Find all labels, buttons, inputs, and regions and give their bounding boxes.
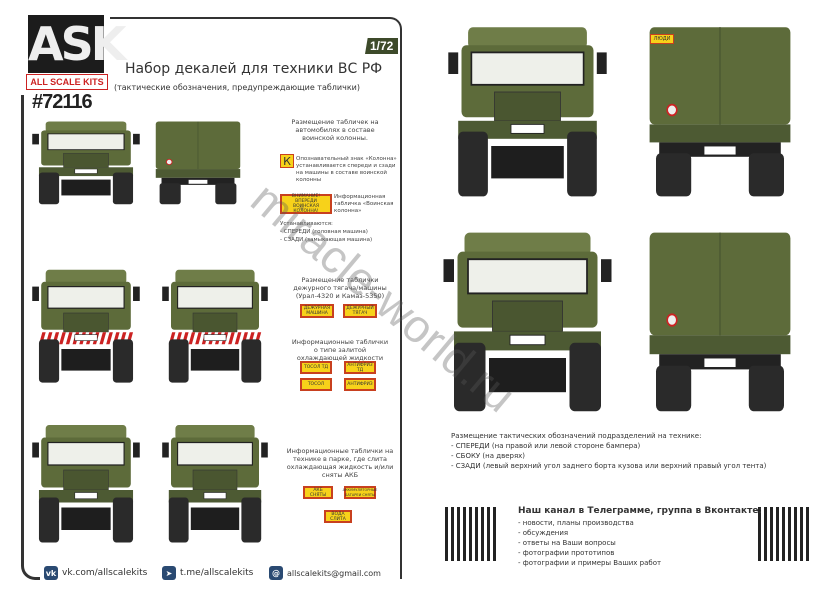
brand-logo: ASK	[28, 15, 126, 73]
vk-qr-code[interactable]	[758, 507, 812, 561]
rear-sign-people: ЛЮДИ	[650, 34, 674, 44]
park-plate: АКБ СНЯТЫ	[303, 486, 333, 499]
telegram-icon: ➤	[162, 566, 176, 580]
park-plate: ВОДА СЛИТА	[324, 510, 352, 523]
telegram-link-text: t.me/allscalekits	[180, 568, 254, 578]
page-subtitle: (тактические обозначения, предупреждающи…	[114, 83, 360, 92]
channels-item: - новости, планы производства	[518, 519, 634, 527]
truck-front-4	[30, 420, 142, 545]
truck-front-1	[30, 118, 142, 206]
truck-rear-1	[150, 118, 246, 206]
column-plate-description: Информационная табличка «Воинская колонн…	[334, 194, 394, 214]
channels-heading: Наш канал в Телеграмме, группа в Вконтак…	[518, 506, 763, 516]
k-sign-description: Опознавательный знак «Колонна» устанавли…	[296, 156, 397, 183]
column-heading: Размещение табличек на автомобилях в сос…	[291, 118, 379, 142]
duty-plate-tractor: ДЕЖУРНЫЙ ТЯГАЧ	[343, 304, 377, 318]
channels-item: - фотографии прототипов	[518, 549, 615, 557]
coolant-heading: Информационные таблички о типе залитой о…	[291, 338, 389, 362]
footer-telegram-link[interactable]: ➤ t.me/allscalekits	[158, 566, 258, 580]
placement-item: - СПЕРЕДИ (на правой или левой стороне б…	[451, 442, 641, 450]
channels-item: - ответы на Ваши вопросы	[518, 539, 616, 547]
telegram-qr-code[interactable]	[445, 507, 499, 561]
truck-front-2	[30, 265, 142, 385]
placement-heading: Размещение тактических обозначений подра…	[451, 432, 702, 440]
footer-vk-link[interactable]: vk vk.com/allscalekits	[40, 566, 152, 580]
footer-email-link[interactable]: @ allscalekits@gmail.com	[265, 566, 385, 580]
park-heading: Информационные таблички на технике в пар…	[286, 447, 394, 479]
truck-rear-large-1	[640, 20, 800, 200]
channels-item: - фотографии и примеры Ваших работ	[518, 559, 662, 567]
brand-logo-subtitle: ALL SCALE KITS	[26, 74, 108, 90]
park-plate: АККУМУЛЯТОРНЫЕ БАТАРЕИ СНЯТЫ	[343, 486, 377, 499]
truck-front-5	[160, 420, 270, 545]
truck-front-large-1	[445, 20, 610, 200]
truck-rear-large-2	[640, 225, 800, 415]
truck-front-3	[160, 265, 270, 385]
duty-heading: Размещение таблички дежурного тягача/маш…	[293, 276, 387, 300]
frame-border	[110, 17, 402, 579]
placement-item: - СБОКУ (на дверях)	[451, 452, 526, 460]
install-front: - СПЕРЕДИ (головная машина)	[280, 229, 368, 235]
install-rear: - СЗАДИ (замыкающая машина)	[280, 237, 373, 243]
vk-icon: vk	[44, 566, 58, 580]
email-link-text: allscalekits@gmail.com	[287, 568, 381, 578]
column-warning-plate: ВНИМАНИЕ! ВПЕРЕДИ ВОИНСКАЯ КОЛОННА!	[280, 194, 332, 214]
coolant-plate: АНТИФРИЗ ТД	[344, 361, 376, 374]
truck-front-large-2	[440, 225, 615, 415]
duty-plate-vehicle: ДЕЖУРНАЯ МАШИНА	[300, 304, 334, 318]
frame-border-left	[21, 95, 44, 580]
channels-item: - обсуждения	[518, 529, 569, 537]
scale-badge: 1/72	[365, 38, 399, 54]
vk-link-text: vk.com/allscalekits	[62, 568, 148, 578]
email-icon: @	[269, 566, 283, 580]
coolant-plate: АНТИФРИЗ	[344, 378, 376, 391]
k-sign: К	[280, 154, 294, 168]
coolant-plate: ТОСОЛ	[300, 378, 332, 391]
coolant-plate: ТОСОЛ ТД	[300, 361, 332, 374]
product-number: #72116	[32, 91, 93, 113]
install-title: Устанавливаются:	[280, 221, 333, 227]
placement-item: - СЗАДИ (левый верхний угол заднего борт…	[451, 462, 767, 470]
page-title: Набор декалей для техники ВС РФ	[125, 61, 383, 77]
